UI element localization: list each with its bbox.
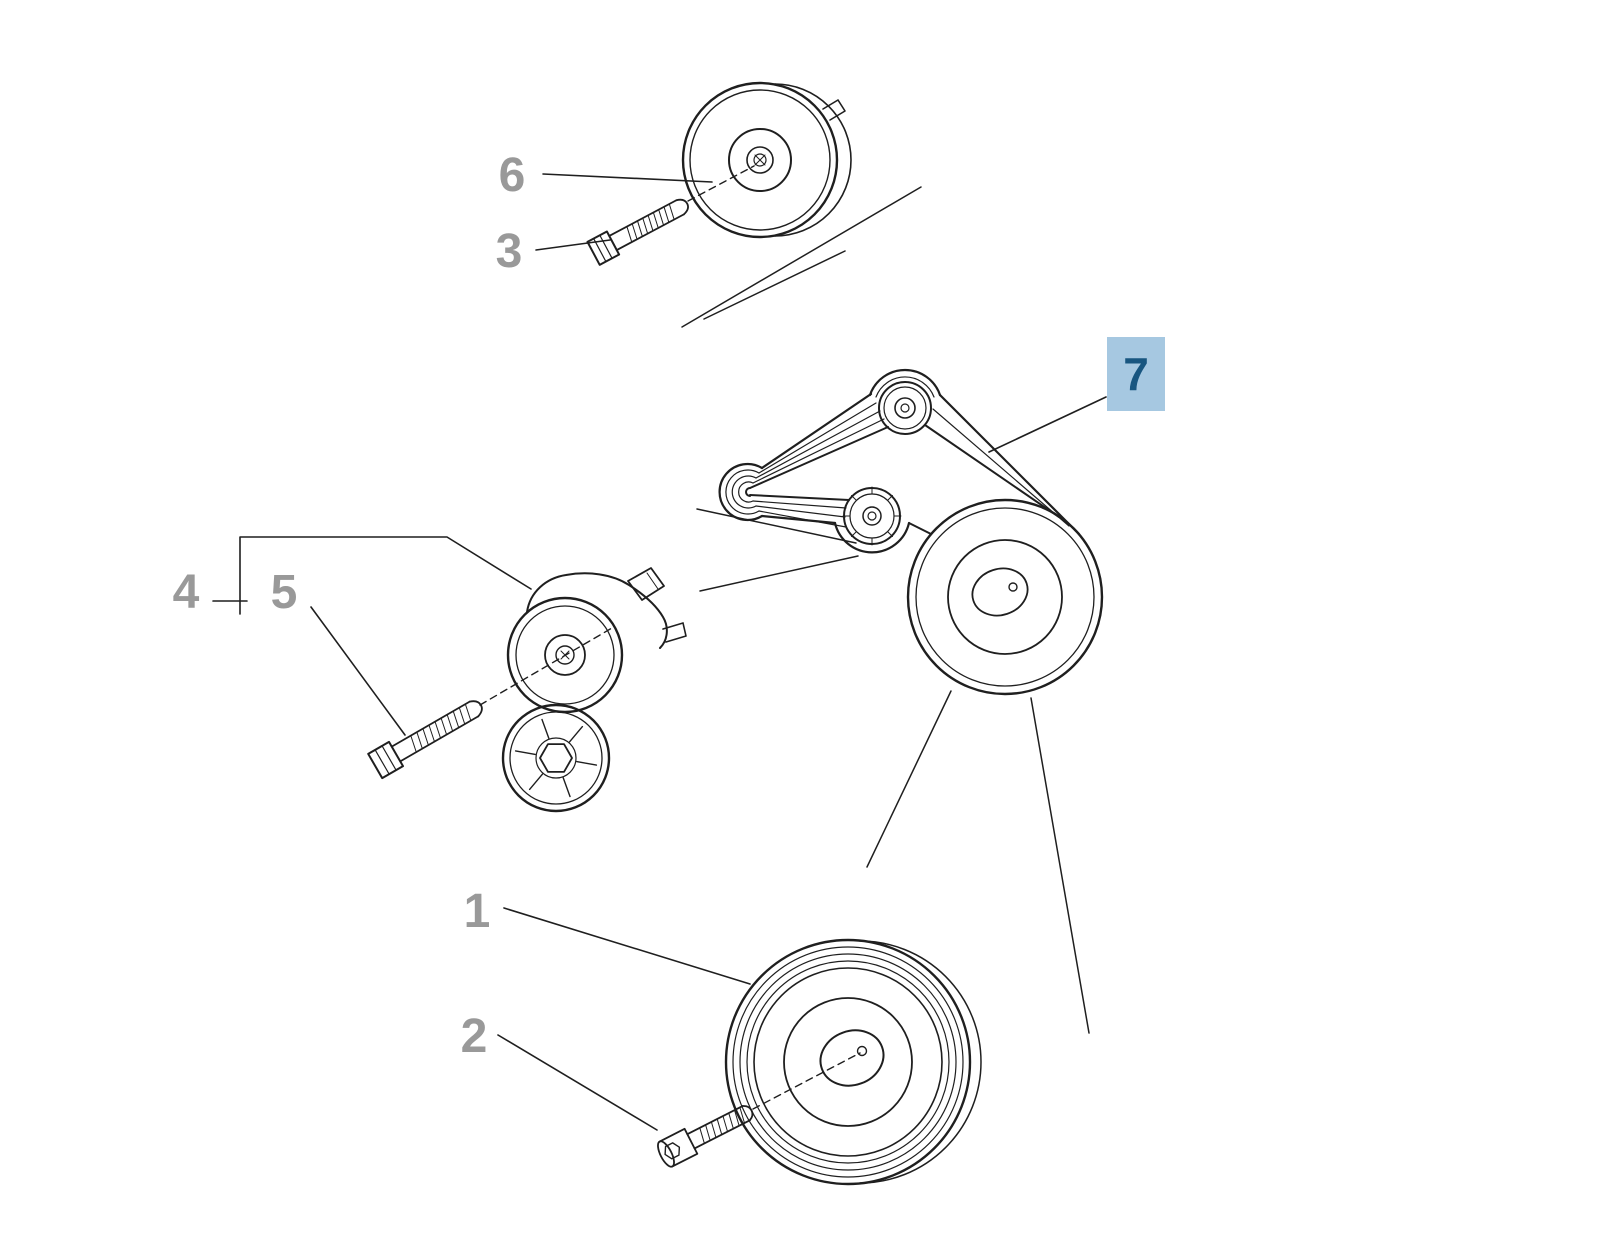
idler-pulley-stud (822, 99, 846, 121)
callout-3[interactable]: 3 (495, 225, 523, 278)
idler-bolt-axis-dashed-line (687, 165, 755, 202)
idler-pulley-drawing (681, 81, 852, 239)
leader-line-4 (239, 536, 532, 615)
drive-belt-drawing (718, 368, 1104, 696)
leader-line-3 (535, 239, 611, 251)
bolt-socket-hex (664, 1142, 681, 1160)
leader-line-7 (988, 396, 1107, 453)
leader-lines (212, 173, 1107, 1131)
tensioner-hex-socket (539, 743, 573, 773)
tensioner-bolt-drawing (367, 700, 483, 780)
callout-5[interactable]: 5 (270, 566, 298, 619)
callout-2[interactable]: 2 (460, 1010, 488, 1063)
callout-7-highlighted[interactable]: 7 (1107, 337, 1165, 411)
leader-line-1 (503, 907, 751, 985)
tensioner-bolt-axis-dashed-line (479, 627, 613, 706)
tensioner-stud (662, 622, 687, 643)
crank-bolt-drawing (657, 1105, 754, 1168)
callout-1[interactable]: 1 (463, 885, 491, 938)
leader-line-5 (310, 606, 406, 736)
crank-pulley-drawing (724, 938, 982, 1186)
leader-line-2 (497, 1034, 658, 1131)
tensioner-connector (627, 567, 665, 601)
tensioner-drawing (501, 567, 687, 813)
idler-bolt-drawing (586, 198, 689, 266)
leader-line-6 (542, 173, 713, 183)
reference-lines (681, 186, 1090, 1034)
callout-6[interactable]: 6 (498, 149, 526, 202)
callout-4[interactable]: 4 (172, 566, 200, 619)
crank-bolt-axis-dashed-line (752, 1052, 861, 1110)
